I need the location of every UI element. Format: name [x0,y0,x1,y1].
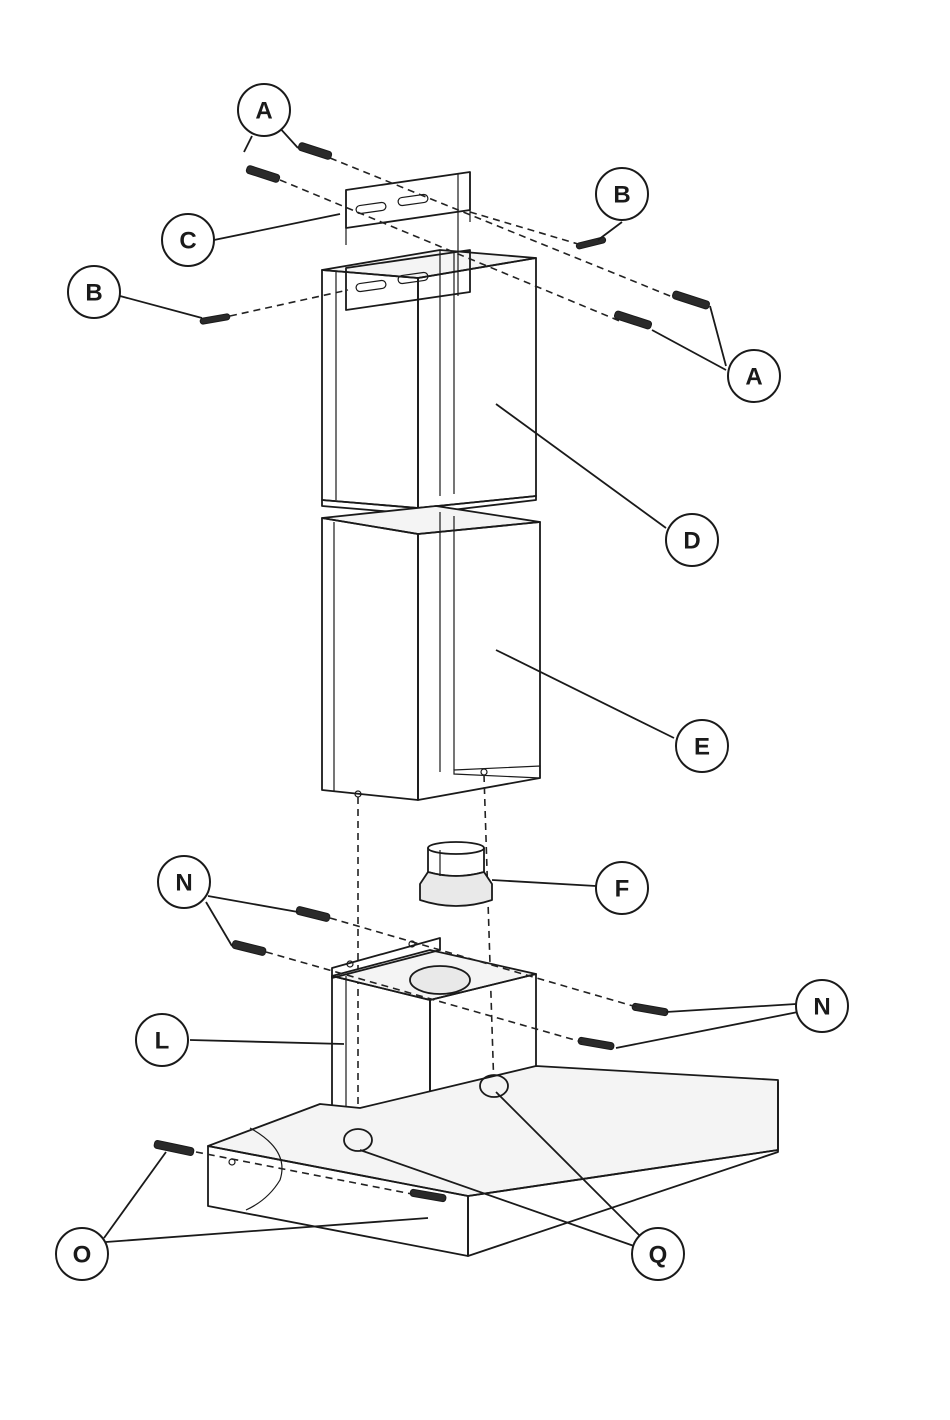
screw-path-line [330,918,640,1008]
callout-b-left-label: B [85,280,102,307]
leader-line-n-right [616,1012,798,1048]
callout-n-left-label: N [175,870,192,897]
callout-o: O [56,1228,108,1280]
lower-chimney-e [322,506,540,800]
leader-line-e [496,650,674,738]
leader-line-n-left [206,902,232,946]
callout-b-right: B [596,168,648,220]
callout-a-top: A [238,84,290,136]
callout-l-label: L [155,1028,170,1055]
alignment-line [484,775,494,1090]
leader-line-c [214,214,340,240]
leader-line-n-right [666,1004,796,1012]
screw-path-line [230,290,348,316]
callout-q: Q [632,1228,684,1280]
callout-a-right-label: A [745,364,762,391]
callout-n-right: N [796,980,848,1032]
leader-line-f [492,880,596,886]
screw-a-right-1 [672,290,711,309]
leader-line-b-left [120,296,202,318]
screw-path-line [280,180,622,322]
screw-b-right [576,236,607,249]
callout-c: C [162,214,214,266]
callout-e: E [676,720,728,772]
leader-line-a-right [652,330,726,370]
callout-l: L [136,1014,188,1066]
callout-n-right-label: N [813,994,830,1021]
leader-line-d [496,404,666,528]
callout-d: D [666,514,718,566]
callout-c-label: C [179,228,196,255]
screw-a-upper-left-1 [298,142,333,160]
upper-chimney-d [322,250,536,514]
screw-n-4 [578,1037,615,1050]
screw-o-1 [154,1140,195,1156]
callout-b-right-label: B [613,182,630,209]
callout-b-left: B [68,266,120,318]
leader-line-a-right [710,306,726,366]
screw-path-line [470,212,578,244]
screw-b-left [200,313,231,324]
duct-adapter-f [420,842,492,906]
leader-line-b-right [598,222,622,240]
callout-f: F [596,862,648,914]
callout-a-top-label: A [255,98,272,125]
leader-line-o [104,1152,166,1238]
callout-a-right: A [728,350,780,402]
callout-e-label: E [694,734,710,761]
callout-d-label: D [683,528,700,555]
screw-a-upper-left-2 [246,165,281,183]
callout-q-label: Q [649,1242,668,1269]
screw-n-3 [632,1003,669,1016]
wall-bracket-c [346,172,470,310]
callout-f-label: F [615,876,630,903]
callout-o-label: O [73,1242,92,1269]
callout-n-left: N [158,856,210,908]
screw-n-2 [232,940,267,956]
screw-a-right-2 [614,310,653,329]
leader-line-l [190,1040,344,1044]
screw-n-1 [296,906,331,922]
leader-line-a-top [244,136,252,152]
leader-line-n-left [208,896,298,912]
